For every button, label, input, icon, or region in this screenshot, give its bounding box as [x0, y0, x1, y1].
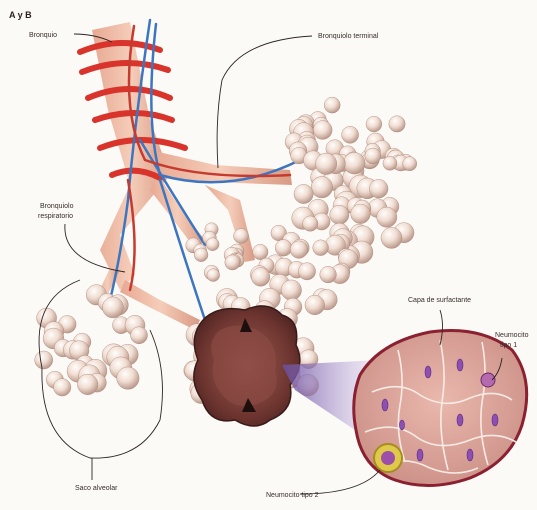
- alveolus: [102, 297, 123, 318]
- alveolus: [303, 216, 318, 231]
- alveolus: [290, 241, 307, 258]
- alveolus: [117, 367, 139, 389]
- type-2-pneumocyte: [374, 444, 402, 472]
- alveolus: [77, 374, 98, 395]
- alveolus: [343, 152, 365, 174]
- alveolus: [381, 227, 402, 248]
- label-neumocito-tipo1-line2: tipo 1: [500, 342, 517, 349]
- alveolus: [194, 248, 208, 262]
- alveolus: [342, 126, 359, 143]
- alveolus: [253, 244, 268, 259]
- alveolus: [383, 156, 397, 170]
- type-1-pneumocyte: [481, 373, 495, 387]
- alveolus: [54, 379, 71, 396]
- alveolus: [281, 280, 301, 300]
- alveolus: [324, 97, 340, 113]
- alveolus: [275, 240, 292, 257]
- label-neumocito-tipo2: Neumocito tipo 2: [266, 492, 319, 499]
- alveolus: [225, 255, 240, 270]
- alveolus: [315, 153, 336, 174]
- alveolus: [369, 179, 388, 198]
- alveolus: [294, 184, 313, 203]
- alveolus: [206, 238, 219, 251]
- alveolus: [389, 116, 405, 132]
- alveolus: [35, 351, 53, 369]
- label-neumocito-tipo1-line1: Neumocito: [495, 332, 529, 339]
- alveolus: [351, 204, 371, 224]
- alveolus: [365, 148, 381, 164]
- panel-label: A y B: [9, 10, 32, 20]
- alveolus: [313, 121, 332, 140]
- alveolus: [298, 263, 315, 280]
- label-bronquiolo-respiratorio-line2: respiratorio: [38, 213, 73, 220]
- alveolus: [320, 266, 337, 283]
- alveolus-detail-inset: [354, 330, 527, 485]
- label-saco-alveolar: Saco alveolar: [75, 485, 118, 492]
- alveolus: [330, 205, 349, 224]
- label-capa-surfactante: Capa de surfactante: [408, 297, 471, 304]
- alveolus: [377, 207, 397, 227]
- alveolus: [403, 157, 417, 171]
- alveolus: [234, 229, 249, 244]
- label-bronquiolo-respiratorio-line1: Bronquiolo: [40, 203, 74, 210]
- alveolus: [311, 177, 332, 198]
- alveolus: [313, 240, 329, 256]
- label-bronquiolo-terminal: Bronquiolo terminal: [318, 33, 379, 40]
- alveolus: [251, 268, 270, 287]
- label-bronquio: Bronquio: [29, 32, 57, 39]
- alveolus: [131, 327, 148, 344]
- alveolus: [207, 269, 220, 282]
- alveolus: [366, 116, 382, 132]
- alveolus: [305, 295, 325, 315]
